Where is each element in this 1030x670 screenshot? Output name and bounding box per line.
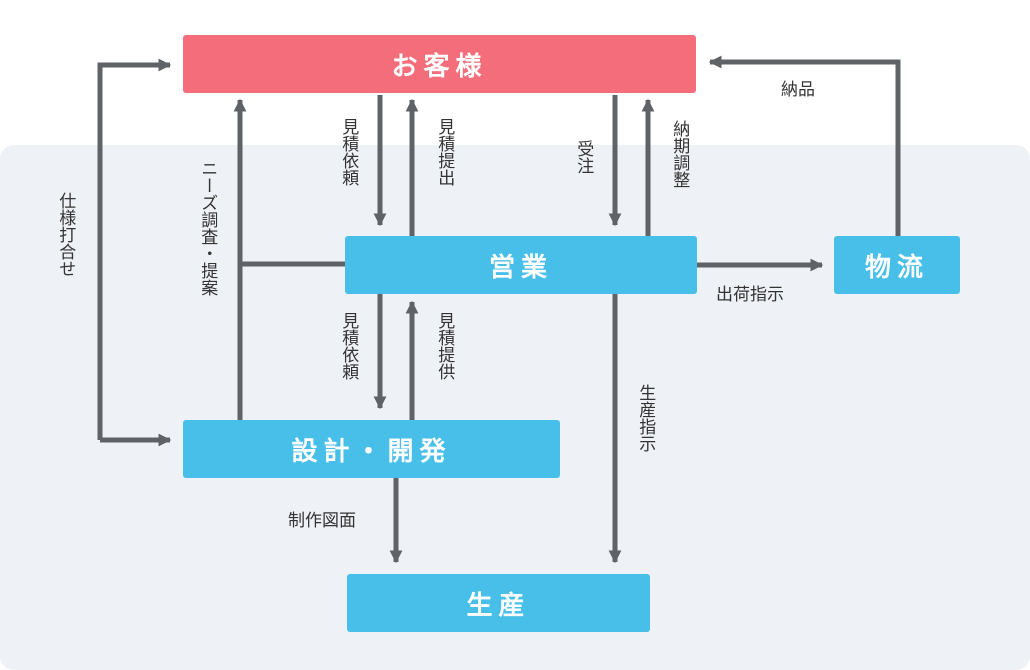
label-quote-request-top: 見積依頼: [338, 118, 359, 186]
label-delivery: 納品: [781, 80, 815, 100]
label-quote-provide: 見積提供: [434, 312, 455, 380]
node-customer: お客様: [183, 35, 696, 93]
label-drawings: 制作図面: [288, 511, 356, 531]
label-order: 受注: [573, 140, 594, 174]
label-shipping-instruction: 出荷指示: [716, 285, 784, 305]
node-logistics: 物流: [834, 236, 960, 294]
label-delivery-adjust: 納期調整: [669, 120, 690, 188]
label-production-instruction: 生産指示: [635, 384, 656, 452]
node-sales: 営業: [345, 236, 697, 294]
node-production: 生産: [347, 574, 650, 632]
arrow-spec-to-customer: [97, 58, 172, 440]
label-needs-research: ニーズ調査・提案: [197, 160, 218, 296]
label-spec-meeting: 仕様打合せ: [55, 192, 76, 277]
label-quote-request-bottom: 見積依頼: [338, 312, 359, 380]
node-design: 設計・開発: [183, 420, 560, 478]
arrow-delivery: [708, 55, 901, 236]
label-quote-submit: 見積提出: [434, 118, 455, 186]
